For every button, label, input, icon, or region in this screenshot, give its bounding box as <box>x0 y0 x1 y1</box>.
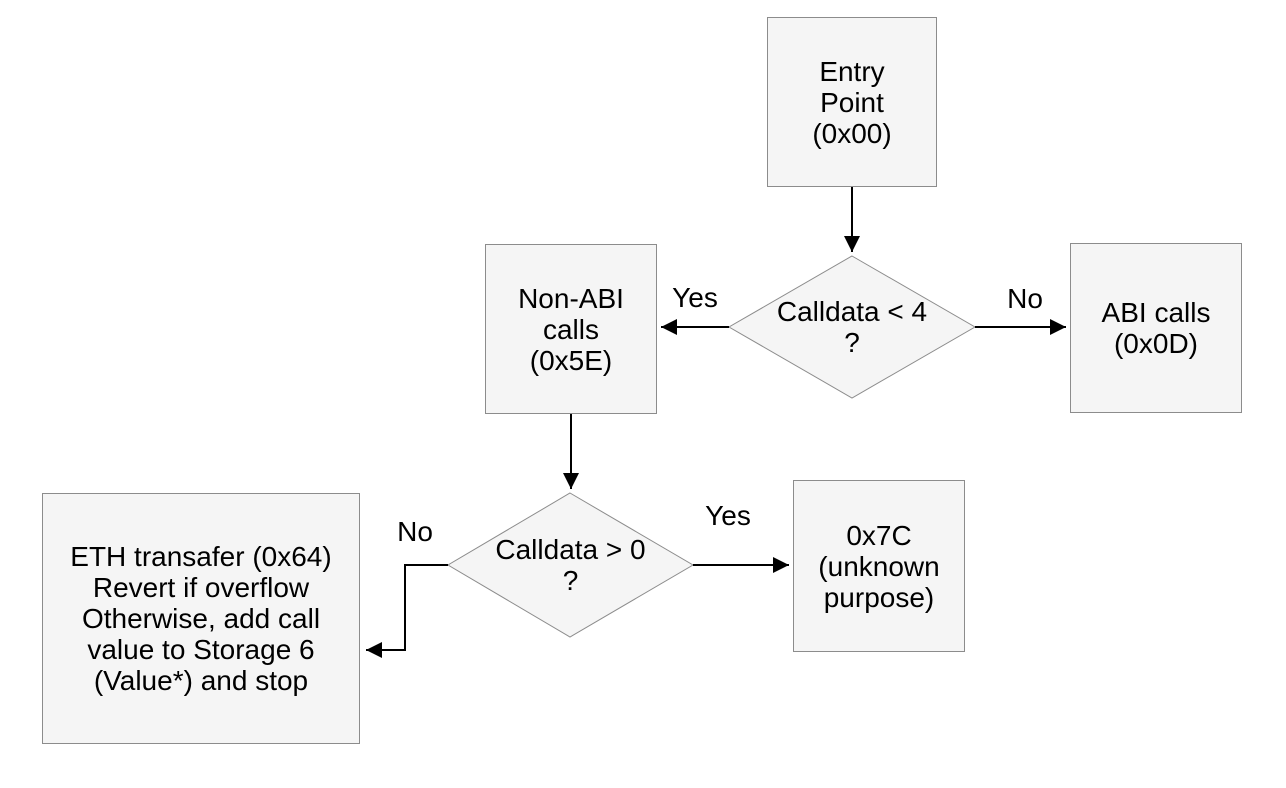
arrow-decision2-no-to-eth-transfer <box>366 564 448 658</box>
node-entry-point-label: Entry Point (0x00) <box>812 55 892 149</box>
node-non-abi-calls-label: Non-ABI calls (0x5E) <box>518 282 624 376</box>
edge-label-decision1-no: No <box>1007 283 1043 314</box>
node-0x7c-unknown: 0x7C (unknown purpose) <box>793 480 965 652</box>
node-non-abi-calls: Non-ABI calls (0x5E) <box>485 244 657 414</box>
node-abi-calls-label: ABI calls (0x0D) <box>1101 297 1211 359</box>
edge-label-decision2-no: No <box>397 516 433 547</box>
node-entry-point: Entry Point (0x00) <box>767 17 937 187</box>
edge-label-decision2-yes: Yes <box>705 500 751 531</box>
node-eth-transfer: ETH transafer (0x64) Revert if overflow … <box>42 493 360 744</box>
node-eth-transfer-label: ETH transafer (0x64) Revert if overflow … <box>70 541 332 696</box>
decision-calldata-lt-4-shape <box>727 255 977 399</box>
node-0x7c-unknown-label: 0x7C (unknown purpose) <box>818 519 940 613</box>
decision-calldata-gt-0-shape <box>447 492 694 638</box>
edge-label-decision1-yes: Yes <box>672 282 718 313</box>
node-abi-calls: ABI calls (0x0D) <box>1070 243 1242 413</box>
